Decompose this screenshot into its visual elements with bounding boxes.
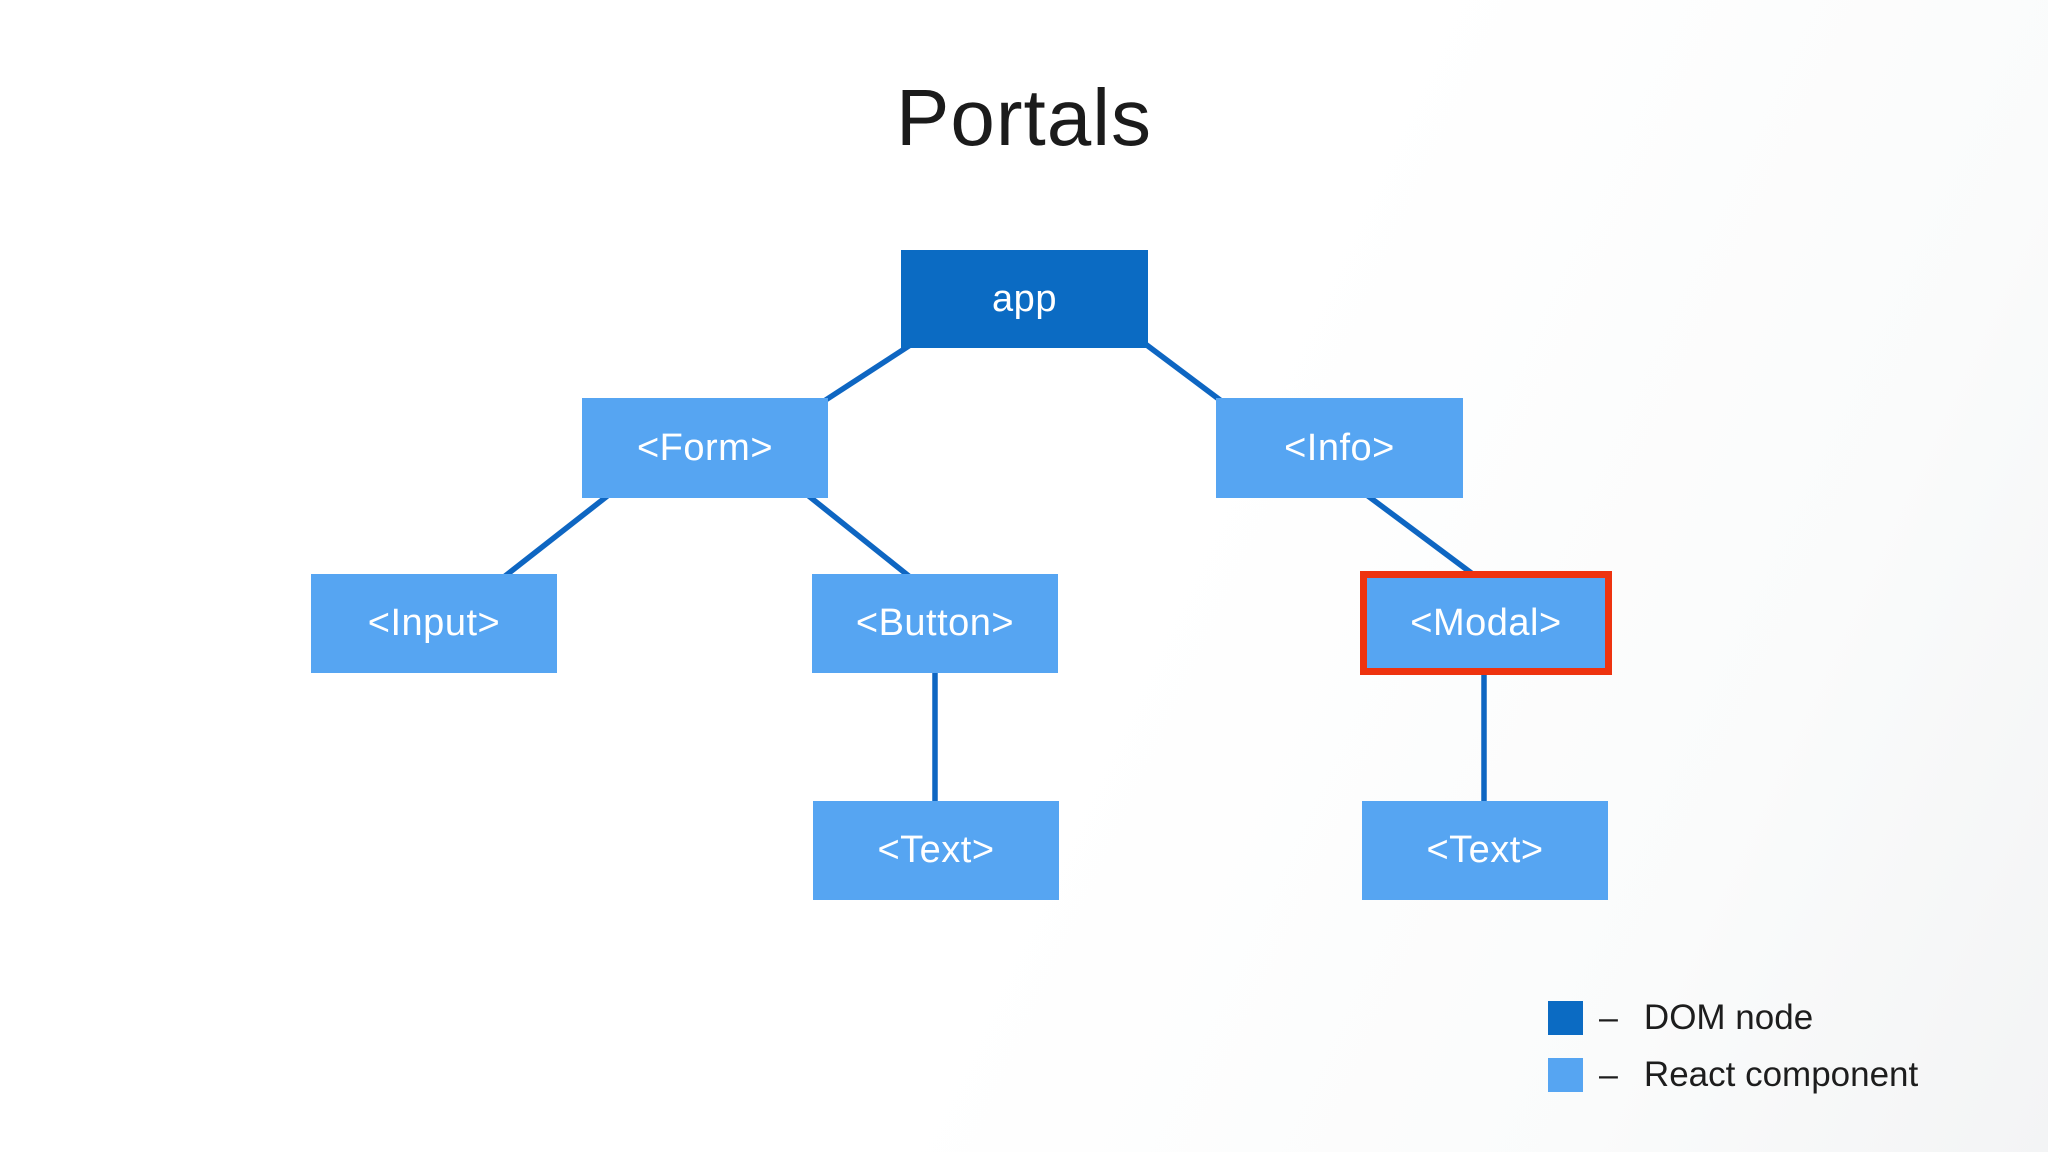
node-app-label: app bbox=[992, 277, 1057, 320]
edge-app-info bbox=[1138, 337, 1230, 409]
node-text-under-button-label: <Text> bbox=[877, 829, 995, 871]
node-info: <Info> bbox=[1216, 398, 1463, 498]
node-input: <Input> bbox=[311, 574, 557, 673]
dom-node-swatch-icon bbox=[1548, 1001, 1583, 1035]
node-text-under-modal-label: <Text> bbox=[1426, 829, 1544, 871]
edge-form-input bbox=[498, 487, 617, 583]
legend: – DOM node – React component bbox=[1548, 998, 1918, 1095]
page-title: Portals bbox=[896, 73, 1152, 162]
node-modal-highlighted: <Modal> bbox=[1360, 571, 1612, 675]
node-form-label: <Form> bbox=[636, 426, 774, 469]
legend-label-react-component: React component bbox=[1643, 1055, 1919, 1094]
edge-info-modal bbox=[1358, 487, 1480, 581]
node-form: <Form> bbox=[582, 398, 828, 498]
node-text-under-modal: <Text> bbox=[1362, 801, 1608, 900]
edge-app-form bbox=[816, 339, 917, 408]
node-app: app bbox=[901, 250, 1148, 348]
node-input-label: <Input> bbox=[367, 602, 501, 644]
legend-row-dom-node: – DOM node bbox=[1548, 998, 1918, 1038]
node-modal-label: <Modal> bbox=[1410, 601, 1562, 644]
node-text-under-button: <Text> bbox=[813, 801, 1059, 900]
node-button: <Button> bbox=[812, 574, 1058, 673]
edge-form-button bbox=[793, 482, 922, 588]
react-component-swatch-icon bbox=[1548, 1058, 1583, 1092]
legend-separator: – bbox=[1599, 998, 1618, 1037]
node-info-label: <Info> bbox=[1284, 426, 1395, 469]
legend-separator: – bbox=[1599, 1055, 1618, 1094]
legend-row-react-component: – React component bbox=[1548, 1055, 1918, 1095]
legend-label-dom-node: DOM node bbox=[1643, 998, 1814, 1037]
node-button-label: <Button> bbox=[855, 602, 1015, 644]
